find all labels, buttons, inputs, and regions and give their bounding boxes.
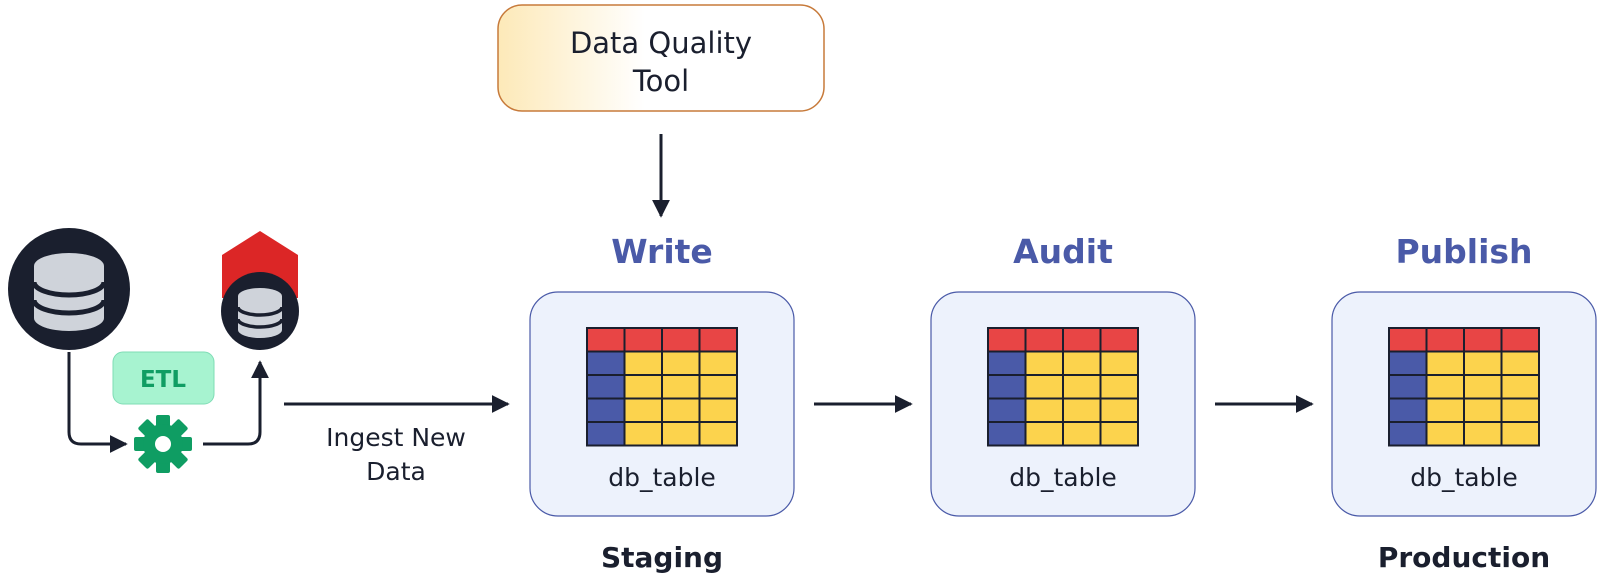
db-to-etl-connector <box>67 352 128 453</box>
phase-label-audit: Audit <box>1013 232 1113 271</box>
table-cell <box>698 421 738 447</box>
table-icon <box>987 327 1139 447</box>
table-cell <box>1062 374 1102 400</box>
ingest-label-line2: Data <box>366 457 426 486</box>
table-cell <box>1099 421 1139 447</box>
table-cell <box>698 327 738 353</box>
gear-icon <box>134 415 192 473</box>
table-cell <box>1062 327 1102 353</box>
table-cell <box>987 374 1027 400</box>
database-icon <box>8 228 130 350</box>
table-cell <box>1463 350 1503 376</box>
table-cell <box>1500 327 1540 353</box>
table-cell <box>623 350 663 376</box>
environment-tag-staging: Staging <box>601 541 723 574</box>
table-cell <box>586 374 626 400</box>
table-cell <box>987 421 1027 447</box>
table-cell <box>623 374 663 400</box>
table-cell <box>586 397 626 423</box>
table-cell <box>1388 397 1428 423</box>
table-cell <box>1388 350 1428 376</box>
ingest-label-line1: Ingest New <box>326 423 466 452</box>
data-quality-tool-title-line2: Tool <box>632 64 689 98</box>
etl-badge: ETL <box>112 351 215 405</box>
table-cell <box>1099 397 1139 423</box>
data-quality-tool: Data Quality Tool <box>497 4 825 112</box>
environment-tag-production: Production <box>1378 541 1550 574</box>
table-cell <box>623 421 663 447</box>
table-cell <box>661 397 701 423</box>
table-cell <box>586 421 626 447</box>
stages: Writedb_tableStagingAuditdb_tablePublish… <box>529 232 1597 574</box>
table-cell <box>987 327 1027 353</box>
table-cell <box>1425 327 1465 353</box>
etl-label: ETL <box>140 367 186 393</box>
table-cell <box>1024 350 1064 376</box>
table-cell <box>1500 374 1540 400</box>
data-quality-tool-title-line1: Data Quality <box>570 26 752 60</box>
table-cell <box>1425 397 1465 423</box>
data-quality-tool-box <box>497 4 825 112</box>
table-cell <box>586 327 626 353</box>
table-cell <box>623 397 663 423</box>
table-cell <box>698 397 738 423</box>
table-cell <box>1500 421 1540 447</box>
table-cell <box>661 350 701 376</box>
table-cell <box>1024 397 1064 423</box>
table-cell <box>1500 350 1540 376</box>
table-cell <box>1463 327 1503 353</box>
table-icon <box>586 327 738 447</box>
table-cell <box>698 350 738 376</box>
table-cell <box>1024 374 1064 400</box>
phase-label-write: Write <box>611 232 713 271</box>
table-cell <box>1099 327 1139 353</box>
table-cell <box>1463 397 1503 423</box>
phase-label-publish: Publish <box>1395 232 1532 271</box>
table-caption: db_table <box>1009 463 1117 492</box>
table-cell <box>698 374 738 400</box>
table-cell <box>1463 374 1503 400</box>
table-cell <box>1024 327 1064 353</box>
table-cell <box>1099 374 1139 400</box>
table-cell <box>1099 350 1139 376</box>
table-cell <box>1388 374 1428 400</box>
table-caption: db_table <box>608 463 716 492</box>
table-cell <box>1388 421 1428 447</box>
table-cell <box>1024 421 1064 447</box>
table-cell <box>1388 327 1428 353</box>
table-cell <box>1062 397 1102 423</box>
table-cell <box>987 350 1027 376</box>
etl-to-target-connector <box>203 360 269 446</box>
table-cell <box>1062 421 1102 447</box>
table-cell <box>1425 350 1465 376</box>
table-icon <box>1388 327 1540 447</box>
table-cell <box>661 421 701 447</box>
table-cell <box>1425 374 1465 400</box>
table-cell <box>586 350 626 376</box>
table-cell <box>623 327 663 353</box>
table-caption: db_table <box>1410 463 1518 492</box>
stage-audit: Audit db_table <box>930 232 1314 517</box>
table-cell <box>987 397 1027 423</box>
hex-database-icon <box>221 231 299 350</box>
table-cell <box>1463 421 1503 447</box>
table-cell <box>1500 397 1540 423</box>
table-cell <box>661 327 701 353</box>
table-cell <box>661 374 701 400</box>
table-cell <box>1062 350 1102 376</box>
table-cell <box>1425 421 1465 447</box>
source-section: ETL Ingest New Data <box>8 228 510 486</box>
